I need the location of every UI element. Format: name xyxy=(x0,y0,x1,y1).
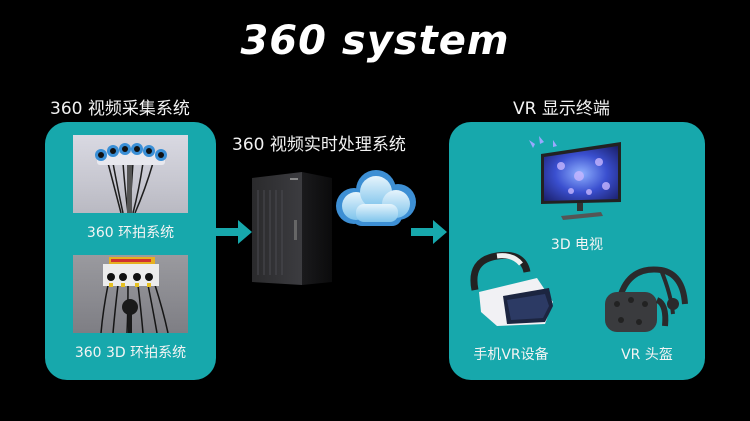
mobile-vr-headset-icon xyxy=(470,251,553,326)
camera-rig-icon xyxy=(95,143,167,213)
display-heading: VR 显示终端 xyxy=(513,99,610,119)
360-camera-rig-photo xyxy=(73,135,188,213)
arrow-right-icon xyxy=(411,220,447,244)
display-item-label-0: 3D 电视 xyxy=(550,237,604,253)
capture-panel: 360 环拍系统 360 3D 环拍系统 xyxy=(45,122,216,380)
3d-tv-icon xyxy=(529,136,621,220)
server-tower-icon xyxy=(252,172,332,285)
360-3d-camera-rig-photo xyxy=(73,255,188,333)
display-item-label-2: VR 头盔 xyxy=(621,347,673,363)
display-item-label-1: 手机VR设备 xyxy=(473,347,549,363)
capture-heading: 360 视频采集系统 xyxy=(50,99,190,119)
cloud-icon xyxy=(336,170,416,226)
arrow-right-icon xyxy=(216,220,252,244)
display-panel: 3D 电视 手机VR设备 VR 头盔 xyxy=(449,122,705,380)
3d-camera-rig-icon xyxy=(100,257,169,333)
diagram-title: 360 system xyxy=(240,18,510,64)
capture-item-label-1: 360 3D 环拍系统 xyxy=(74,345,187,361)
vr-helmet-icon xyxy=(605,266,688,332)
processing-heading: 360 视频实时处理系统 xyxy=(232,135,406,155)
capture-item-label-0: 360 环拍系统 xyxy=(86,225,175,241)
